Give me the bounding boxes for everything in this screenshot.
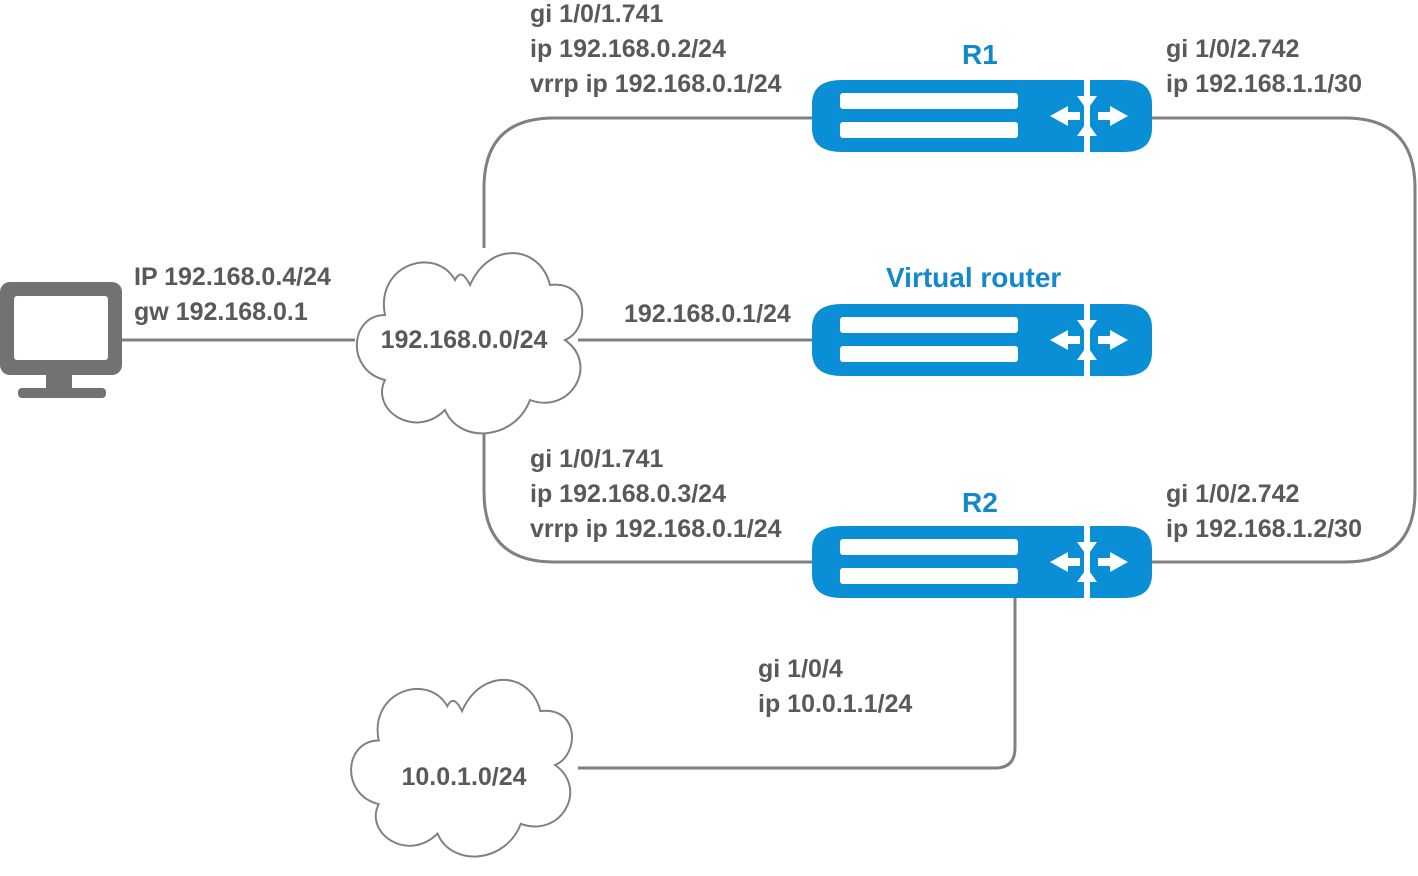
interface-line: gi 1/0/2.742: [1166, 35, 1300, 63]
link-lan-r2: [482, 432, 812, 564]
router-r2-remote-interface: gi 1/0/4 ip 10.0.1.1/24: [758, 652, 912, 722]
interface-line: gi 1/0/4: [758, 655, 843, 683]
pc-gw: gw 192.168.0.1: [134, 298, 308, 326]
router-r1-wan-interface: gi 1/0/2.742 ip 192.168.1.1/30: [1166, 32, 1362, 102]
router-icon: [812, 80, 1152, 152]
interface-line: gi 1/0/2.742: [1166, 480, 1300, 508]
cloud-lan-subnet: 192.168.0.0/24: [380, 326, 548, 354]
interface-line: ip 10.0.1.1/24: [758, 690, 913, 718]
router-r2-wan-interface: gi 1/0/2.742 ip 192.168.1.2/30: [1166, 477, 1362, 547]
interface-line: gi 1/0/1.741: [530, 0, 664, 28]
router-icon: [812, 526, 1152, 598]
monitor-icon: [0, 282, 122, 398]
interface-line: ip 192.168.0.2/24: [530, 35, 726, 63]
interface-line: gi 1/0/1.741: [530, 445, 664, 473]
router-virtual-ip: 192.168.0.1/24: [624, 300, 791, 328]
pc-ip: IP 192.168.0.4/24: [134, 263, 331, 291]
router-r2-name: R2: [962, 487, 998, 518]
interface-line: ip 192.168.0.3/24: [530, 480, 726, 508]
interface-line: ip 192.168.1.2/30: [1166, 515, 1362, 543]
cloud-remote-subnet: 10.0.1.0/24: [401, 763, 527, 791]
link-r2-remote: [578, 598, 1017, 770]
router-virtual-name: Virtual router: [886, 262, 1062, 293]
pc-label: IP 192.168.0.4/24 gw 192.168.0.1: [134, 260, 331, 330]
link-r1-r2: [1150, 116, 1417, 564]
router-r1-name: R1: [962, 39, 998, 70]
interface-line: ip 192.168.1.1/30: [1166, 70, 1362, 98]
router-icon: [812, 304, 1152, 376]
router-r1-lan-interface: gi 1/0/1.741 ip 192.168.0.2/24 vrrp ip 1…: [530, 0, 782, 102]
link-lan-r1: [482, 116, 812, 248]
interface-line: vrrp ip 192.168.0.1/24: [530, 515, 782, 543]
router-r2-lan-interface: gi 1/0/1.741 ip 192.168.0.3/24 vrrp ip 1…: [530, 442, 782, 547]
interface-line: vrrp ip 192.168.0.1/24: [530, 70, 782, 98]
